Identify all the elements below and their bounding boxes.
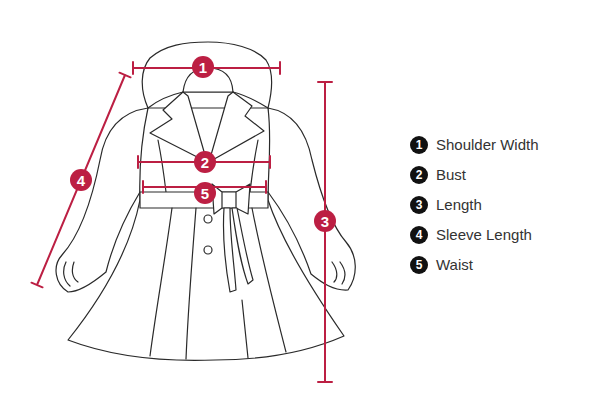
length-measure-line: [318, 82, 332, 382]
number-text: 1: [199, 60, 207, 75]
number-text: 3: [416, 199, 423, 211]
number-text: 5: [416, 259, 423, 271]
legend-label: Length: [436, 196, 482, 214]
callout-number: 1: [192, 56, 214, 78]
number-text: 1: [416, 139, 423, 151]
left-lapel: [150, 92, 207, 162]
coat-body: [68, 108, 344, 360]
button: [204, 246, 212, 254]
number-text: 4: [77, 173, 85, 188]
legend-number: 2: [410, 166, 428, 184]
belt-bow: [212, 184, 250, 214]
legend-number: 1: [410, 136, 428, 154]
callout-number: 2: [194, 151, 216, 173]
legend-label: Waist: [436, 256, 473, 274]
number-text: 2: [416, 169, 423, 181]
callout-number: 3: [314, 210, 336, 232]
sleeve-measure-line: [32, 73, 131, 288]
callout-number: 5: [194, 182, 216, 204]
legend-number: 3: [410, 196, 428, 214]
legend-label: Bust: [436, 166, 466, 184]
legend-number: 4: [410, 226, 428, 244]
legend-number: 5: [410, 256, 428, 274]
belt-tie: [223, 208, 253, 292]
collar: [142, 42, 271, 108]
number-text: 3: [321, 214, 329, 229]
legend-label: Sleeve Length: [436, 226, 532, 244]
callout-number: 4: [70, 169, 92, 191]
button: [204, 215, 212, 223]
number-text: 5: [201, 186, 209, 201]
number-text: 2: [201, 155, 209, 170]
legend-label: Shoulder Width: [436, 136, 539, 154]
skirt-pleats: [150, 208, 286, 359]
number-text: 4: [416, 229, 423, 241]
